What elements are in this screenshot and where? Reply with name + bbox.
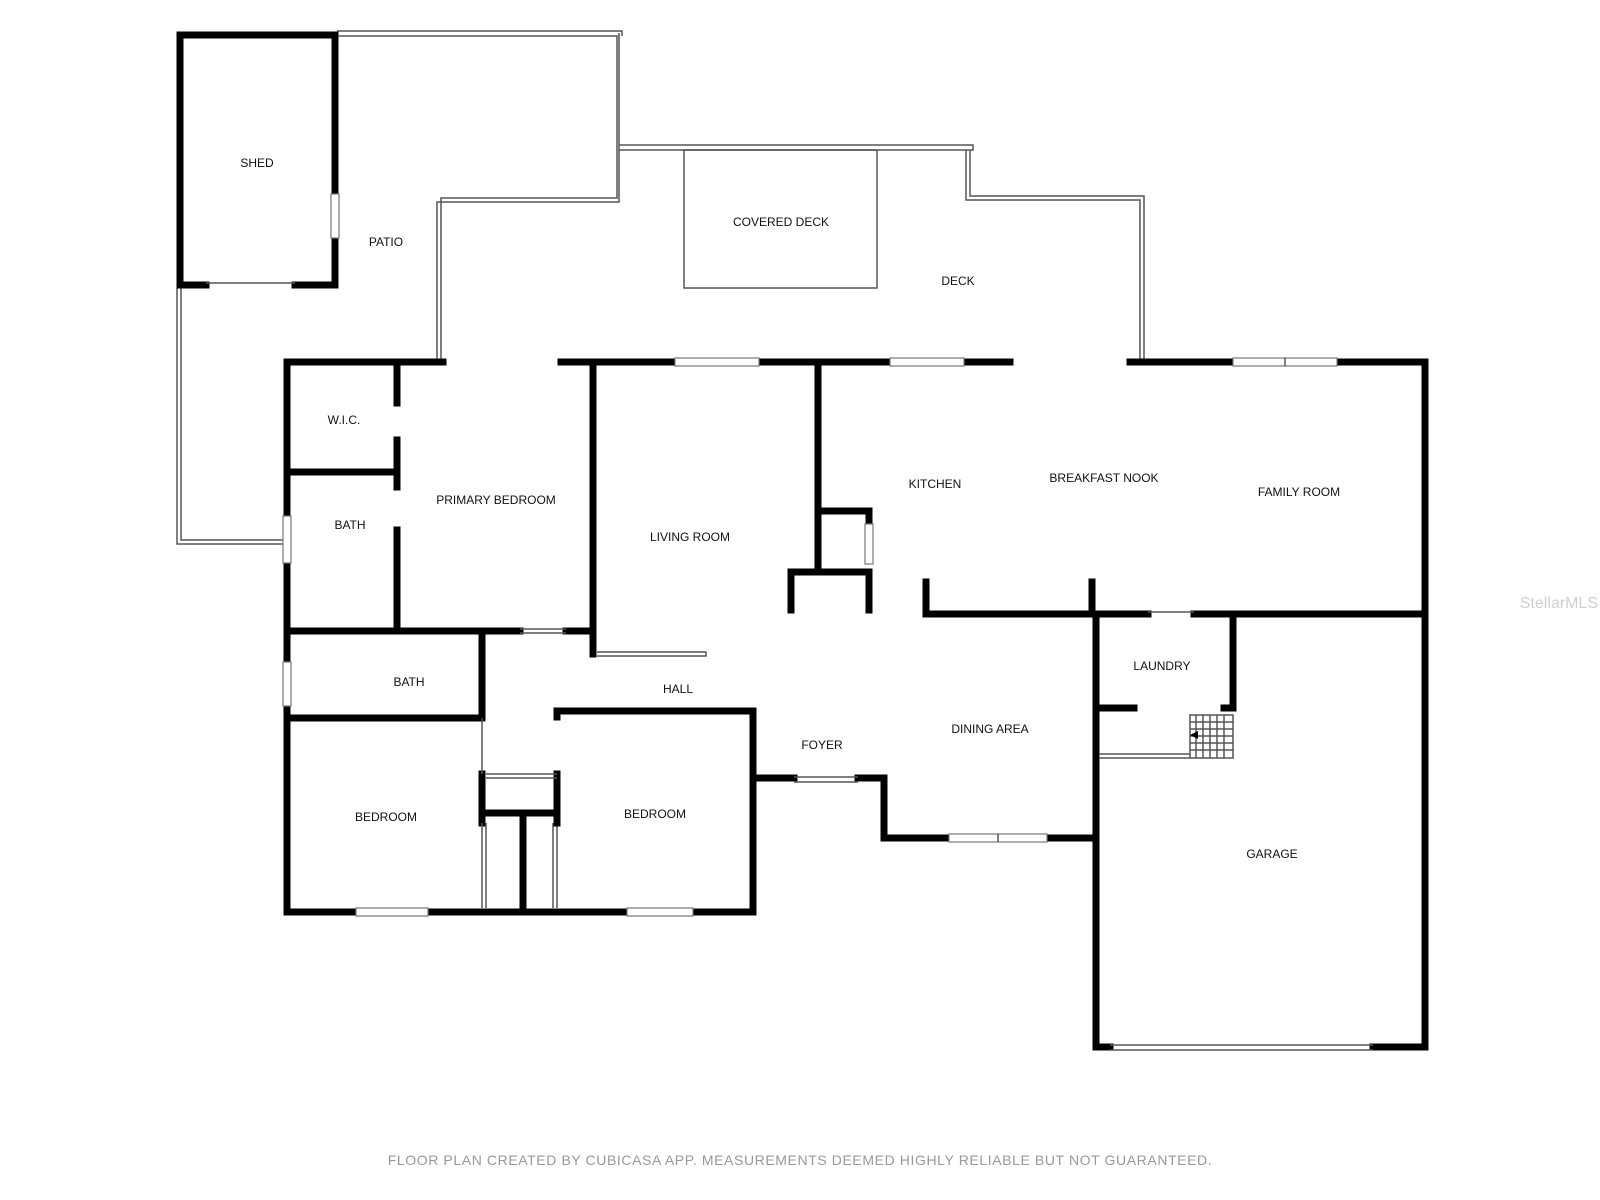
label-dining-area: DINING AREA: [951, 722, 1028, 736]
patio-outline-inner: [332, 35, 618, 362]
label-deck: DECK: [941, 274, 974, 288]
covered-deck-outline: [683, 149, 878, 289]
house-walls: [282, 357, 1429, 1051]
outdoor-outlines: [176, 30, 1145, 545]
label-bath-primary: BATH: [334, 518, 365, 532]
label-covered-deck: COVERED DECK: [733, 215, 829, 229]
label-bedroom-left: BEDROOM: [355, 810, 417, 824]
label-primary-bedroom: PRIMARY BEDROOM: [436, 493, 556, 507]
label-bath-hall: BATH: [393, 675, 424, 689]
label-breakfast-nook: BREAKFAST NOOK: [1049, 471, 1158, 485]
label-foyer: FOYER: [801, 738, 843, 752]
patio-outline: [337, 30, 623, 362]
stairs-icon: [1190, 715, 1233, 758]
footer-disclaimer: FLOOR PLAN CREATED BY CUBICASA APP. MEAS…: [387, 1152, 1213, 1168]
room-labels: SHED PATIO COVERED DECK DECK W.I.C. BATH…: [240, 156, 1340, 861]
label-patio: PATIO: [369, 235, 403, 249]
label-bedroom-middle: BEDROOM: [624, 807, 686, 821]
label-laundry: LAUNDRY: [1133, 659, 1190, 673]
label-living-room: LIVING ROOM: [650, 530, 730, 544]
interior-walls: [283, 358, 1429, 916]
deck-outline: [619, 144, 1145, 362]
label-garage: GARAGE: [1246, 847, 1297, 861]
label-wic: W.I.C.: [328, 413, 361, 427]
watermark-logo: StellarMLS: [1520, 595, 1598, 612]
label-family-room: FAMILY ROOM: [1258, 485, 1340, 499]
label-hall: HALL: [663, 682, 693, 696]
label-shed: SHED: [240, 156, 274, 170]
patio-left-outline: [176, 288, 285, 545]
label-kitchen: KITCHEN: [909, 477, 962, 491]
shed-walls: [176, 31, 340, 289]
